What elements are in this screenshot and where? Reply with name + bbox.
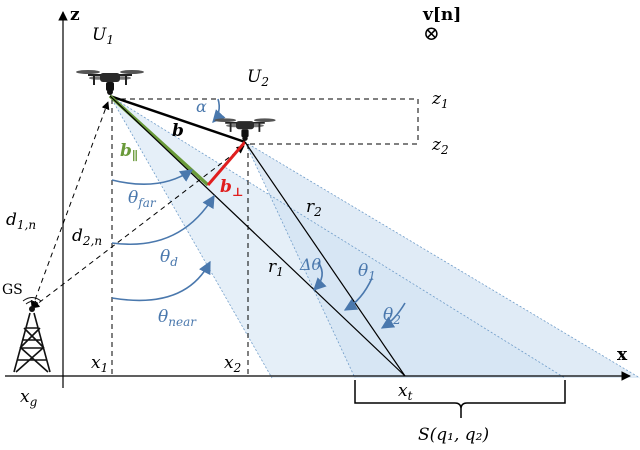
d1n-label: d1,n [6,210,36,232]
into-page-icon: ⊗ [423,21,440,45]
b-perp-label: b⊥ [220,177,243,199]
theta-d-label: θd [160,247,178,269]
x2-label: x2 [224,353,241,375]
u2-label: U2 [247,67,269,89]
delta-theta-label: Δθ [299,255,322,274]
theta1-label: θ1 [358,261,376,283]
d2n-label: d2,n [72,226,102,248]
theta-d-arc [111,194,215,245]
b-parallel-label: b∥ [120,141,138,163]
x-axis-label: x [617,345,628,365]
radio-tower-icon [13,297,51,373]
theta2-label: θ2 [383,305,401,327]
u1-label: U1 [92,25,114,47]
z2-label: z2 [431,135,449,157]
r2-label: r2 [306,197,322,219]
x1-label: x1 [91,353,108,375]
xg-label: xg [20,387,38,409]
theta-near-label: θnear [158,307,197,329]
range-r2 [244,141,406,377]
z-axis-label: z [70,5,80,25]
z1-label: z1 [431,89,449,111]
alpha-label: α [196,97,207,116]
drone-icon [214,118,276,141]
baseline-b [109,94,246,144]
baseline-b-perp [206,141,247,186]
swath-brace [354,380,566,418]
u2-beam-far-edge [244,141,640,379]
u2-beam-near-edge [244,141,356,379]
theta-far-label: θfar [128,188,157,210]
theta-near-arc [111,260,211,302]
xt-label: xt [398,381,413,403]
theta-far-arc [111,169,194,185]
swath-label: S(q₁, q₂) [418,425,489,445]
d1n-link [30,101,110,309]
delta-theta-arc [313,261,327,291]
r1-label: r1 [268,257,284,279]
gs-label: GS [2,282,23,298]
drone-icon [76,70,144,95]
u1-beam-far-edge [109,95,566,379]
theta1-arc [343,277,373,311]
range-r1 [109,95,406,377]
velocity-label: v[n] [422,5,461,25]
b-label: b [172,121,184,141]
theta2-arc [380,302,406,329]
alpha-arc [212,98,226,123]
